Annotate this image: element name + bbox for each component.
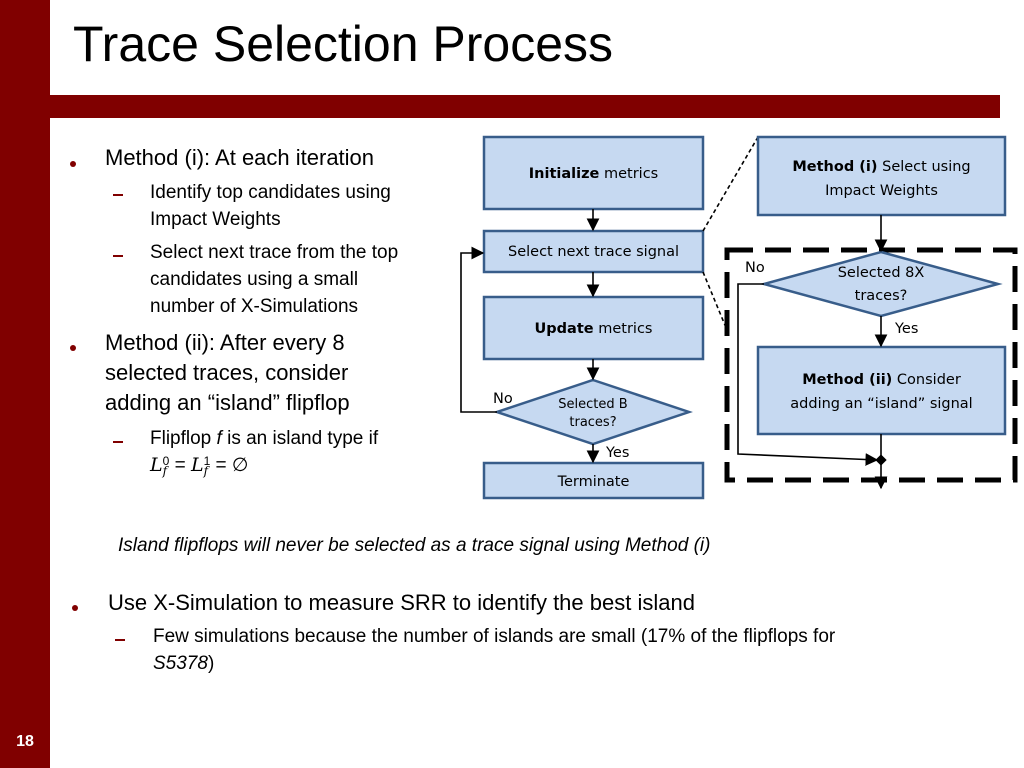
method-i-label-line1: Method (i) Select using [792,159,970,175]
slide-number: 18 [16,733,34,750]
method-ii-line3: adding an “island” flipflop [105,390,350,415]
sidebar-bar [0,0,50,768]
merge-point [875,454,887,466]
yes-label-left: Yes [605,445,629,461]
method-ii-line2: selected traces, consider [105,360,349,385]
bottom-bullet: Use X-Simulation to measure SRR to ident… [108,590,695,615]
selected-b-label-line1: Selected B [558,397,627,412]
bullet-dot [70,345,76,351]
method-i-sub1-line2: Impact Weights [150,209,281,230]
bullet-dot [72,605,78,611]
terminate-box [482,461,705,500]
arrow-no-bypass [737,283,879,466]
method-i-sub2-line2: candidates using a small [150,269,359,290]
yes-label-right: Yes [894,321,918,337]
selected-b-decision [493,378,693,446]
initialize-metrics-label: Initialize metrics [529,166,658,182]
method-i-heading: Method (i): At each iteration [105,145,375,170]
selected-b-label-line2: traces? [569,415,616,430]
slide-title: Trace Selection Process [73,16,614,72]
island-definition: Flipflop f is an island type if [150,428,379,449]
zoom-connector-bottom [702,271,728,331]
no-label-left: No [493,391,513,407]
method-i-label-line2: Impact Weights [825,183,938,199]
terminate-label: Terminate [557,474,630,490]
bottom-sub-line2: S5378) [153,653,215,674]
selected-8x-decision [759,250,1003,318]
method-i-sub2-line3: number of X-Simulations [150,296,359,317]
no-label-right: No [745,260,765,276]
method-i-box [756,135,1007,217]
sub-bullet-dash [115,639,125,641]
bullet-dot [70,161,76,167]
title-underline-bar [50,95,1000,118]
bottom-sub-line1: Few simulations because the number of is… [153,626,836,647]
sub-bullet-dash [113,441,123,443]
select-next-trace-label: Select next trace signal [508,244,679,260]
method-detail-frame [724,247,1018,483]
zoom-connector-top [702,136,759,232]
method-ii-label-line2: adding an “island” signal [790,396,972,412]
arrow-no-loop-back [460,246,497,413]
selected-8x-label-line1: Selected 8X [838,265,925,281]
sub-bullet-dash [113,194,123,196]
initialize-metrics-box [482,135,705,211]
selected-8x-label-line2: traces? [855,288,908,304]
island-note: Island flipflops will never be selected … [118,535,711,556]
method-ii-line1: Method (ii): After every 8 [105,330,345,355]
update-metrics-label: Update metrics [535,321,653,337]
method-i-sub2-line1: Select next trace from the top [150,242,399,263]
method-i-sub1-line1: Identify top candidates using [150,182,391,203]
method-ii-box [756,345,1007,436]
sub-bullet-dash [113,255,123,257]
method-ii-label-line1: Method (ii) Consider [802,372,961,388]
